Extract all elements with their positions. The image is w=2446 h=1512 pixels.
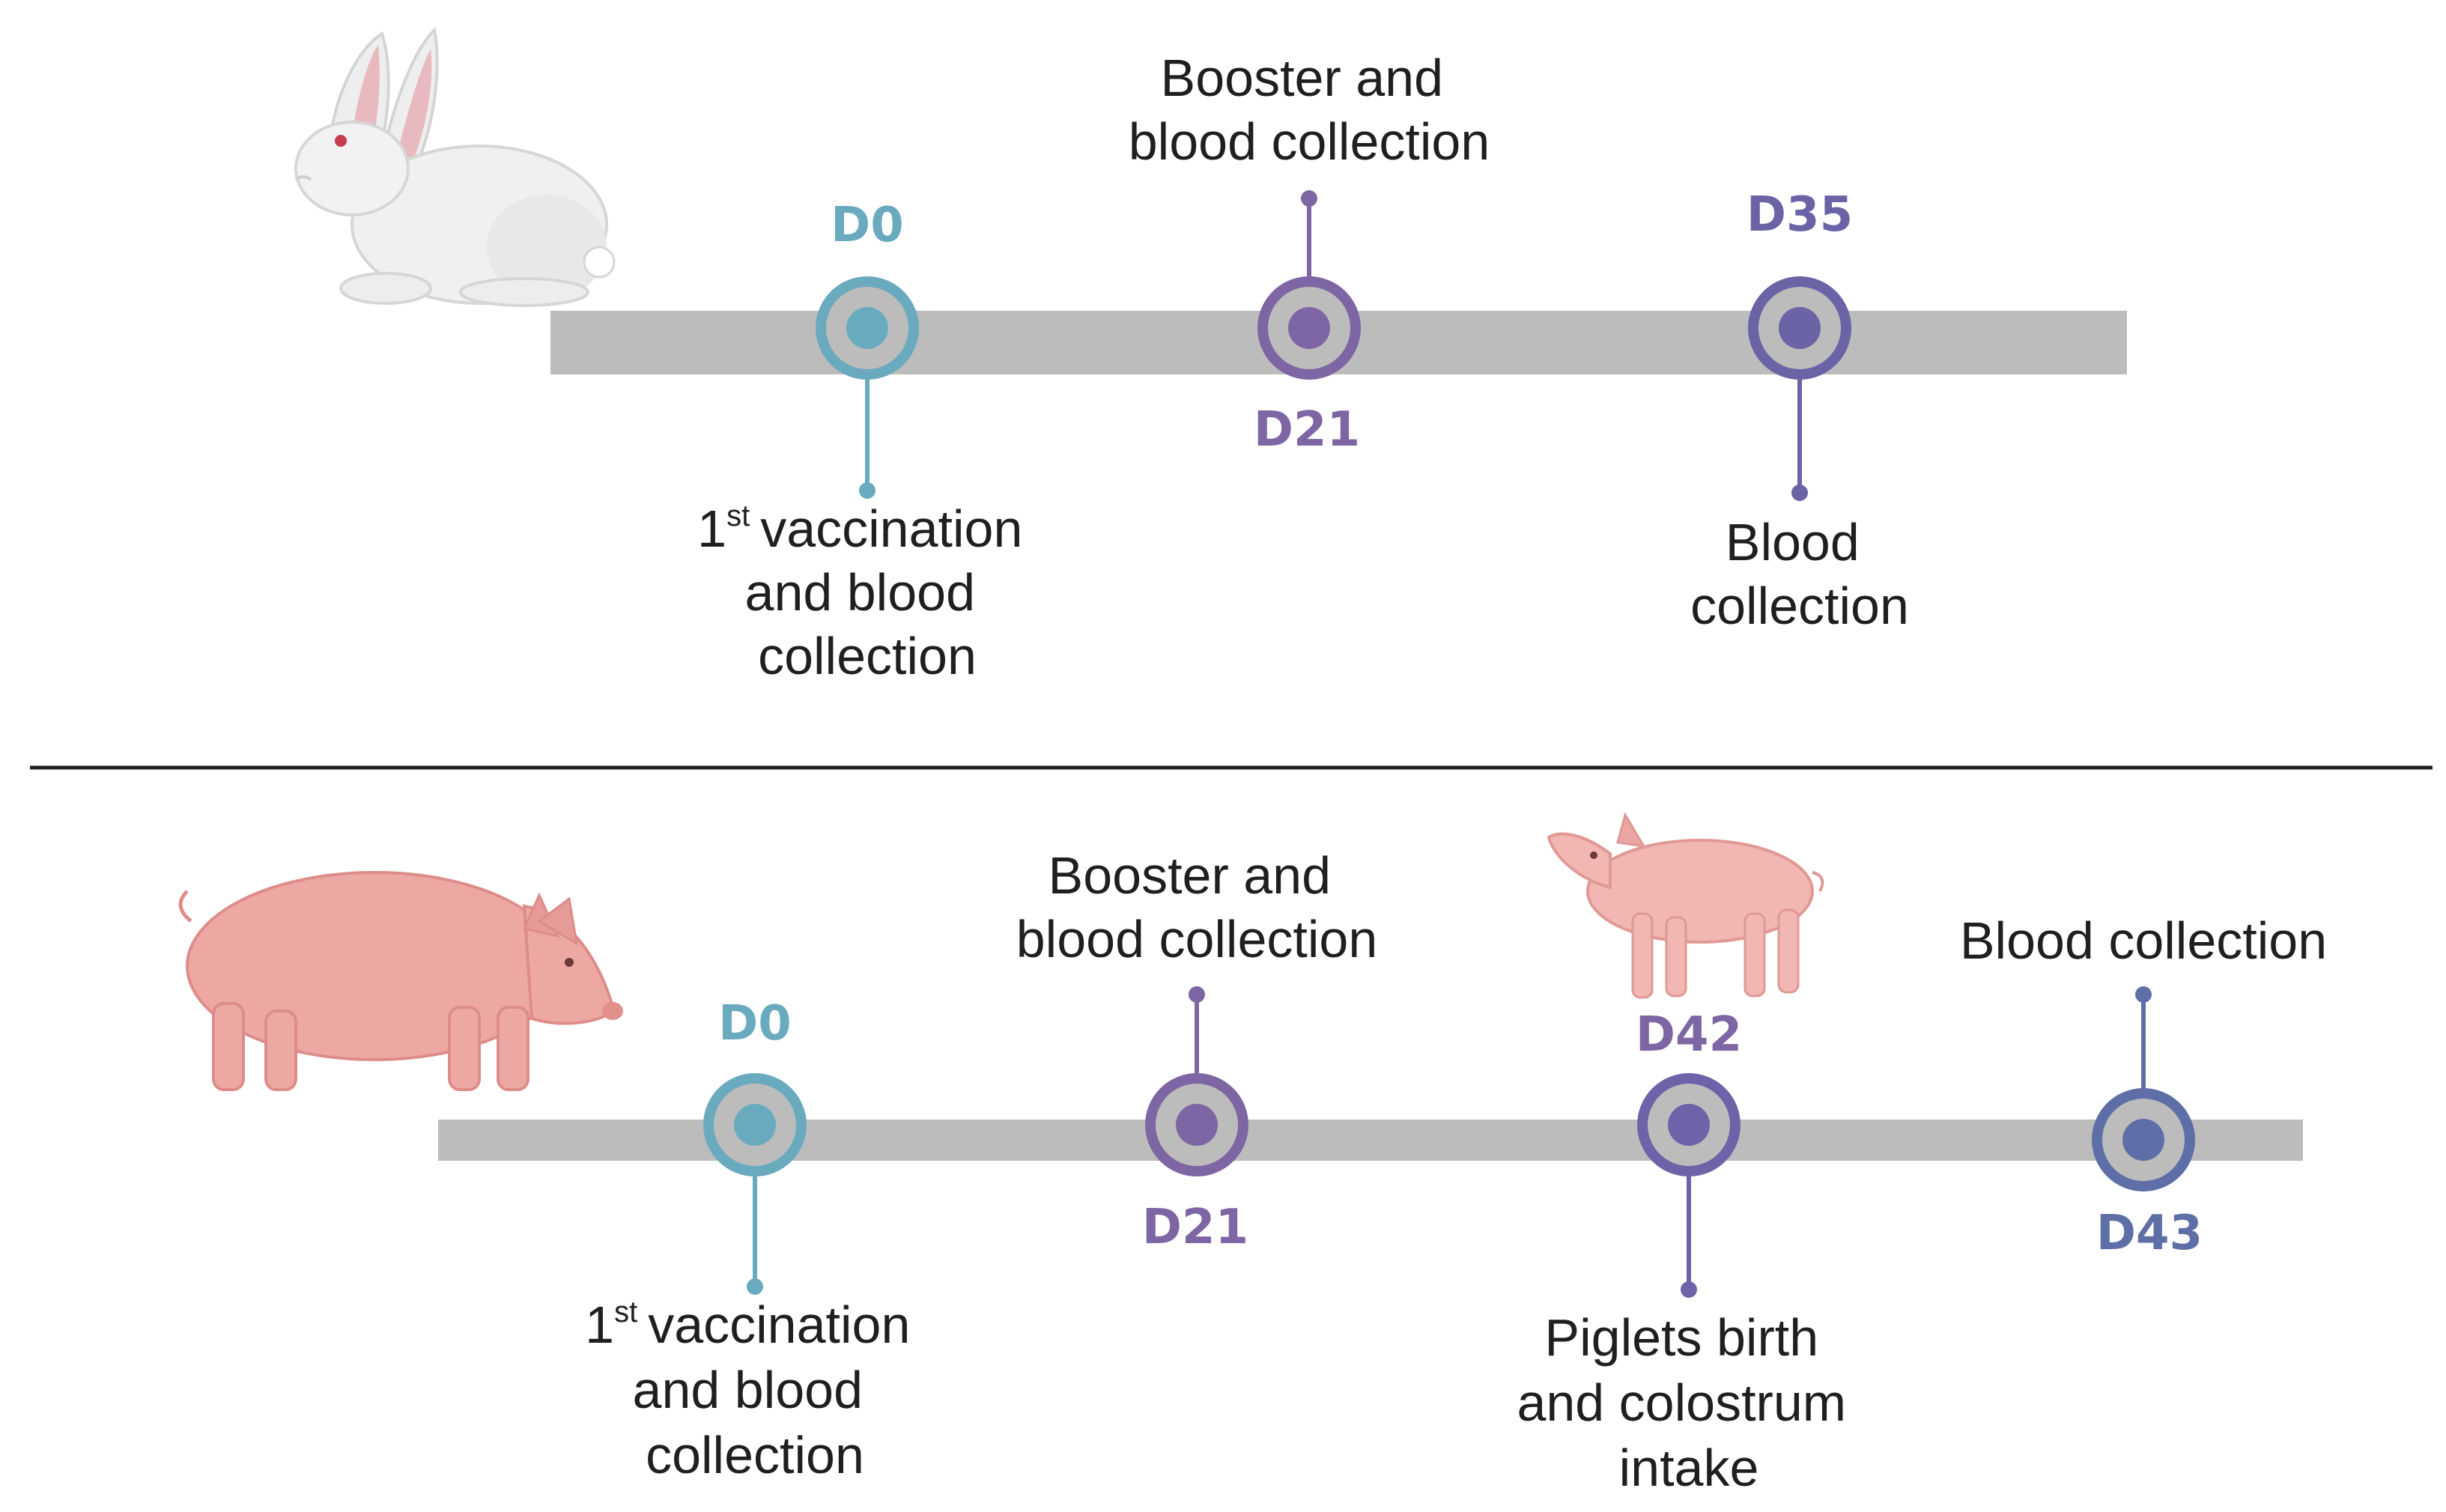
pig-d42-line-2: and colostrum — [1517, 1373, 1846, 1432]
rabbit-d21-line-1: Booster and — [1161, 49, 1443, 107]
rabbit-d0-core — [846, 307, 888, 349]
pig-d43-stem-dot — [2135, 986, 2152, 1003]
rabbit-d21-description: Booster and blood collection — [1129, 49, 1490, 171]
pig-d0-line-3: collection — [646, 1426, 864, 1484]
pig-event-d21: D21 Booster and blood collection — [1016, 846, 1378, 1255]
pig-d43-core — [2122, 1119, 2164, 1161]
pig-d0-ordinal-suffix: st — [614, 1296, 637, 1329]
rabbit-event-d21: D21 Booster and blood collection — [1129, 49, 1490, 458]
rabbit-d0-day-label: D0 — [831, 198, 904, 253]
pig-d21-line-1: Booster and — [1048, 846, 1331, 905]
rabbit-d0-ordinal-suffix: st — [726, 500, 750, 532]
pig-d0-line-2: and blood — [633, 1361, 864, 1419]
rabbit-d0-line-1: vaccination — [760, 500, 1022, 558]
pig-d43-line-1: Blood collection — [1960, 911, 2327, 970]
pig-d42-line-1: Piglets birth — [1544, 1308, 1818, 1367]
pig-d21-line-2: blood collection — [1016, 910, 1378, 968]
rabbit-d0-stem-dot — [859, 482, 875, 499]
rabbit-d0-description: 1st vaccination and blood collection — [697, 500, 1037, 685]
rabbit-d35-line-2: collection — [1690, 577, 1909, 635]
pig-d21-day-label: D21 — [1142, 1200, 1248, 1255]
pig-d43-day-label: D43 — [2096, 1206, 2203, 1261]
rabbit-timeline: D0 1st vaccination and blood collection D… — [294, 26, 2127, 685]
rabbit-d21-day-label: D21 — [1254, 402, 1360, 458]
piglet-icon — [1547, 812, 1824, 999]
pig-d42-core — [1668, 1104, 1710, 1146]
rabbit-d21-stem-dot — [1301, 190, 1317, 207]
pig-event-d0: D0 1st vaccination and blood collection — [585, 996, 925, 1484]
pig-d42-day-label: D42 — [1636, 1007, 1742, 1063]
rabbit-d35-stem-dot — [1791, 485, 1808, 501]
rabbit-d35-line-1: Blood — [1726, 513, 1860, 571]
rabbit-d35-description: Blood collection — [1690, 513, 1909, 635]
pig-d0-core — [734, 1104, 776, 1146]
pig-event-d43: D43 Blood collection — [1960, 911, 2327, 1261]
rabbit-d35-day-label: D35 — [1747, 187, 1853, 243]
rabbit-d0-line-3: collection — [758, 627, 977, 685]
pig-d0-ordinal-number: 1 — [585, 1296, 614, 1354]
rabbit-d0-line-2: and blood — [745, 563, 976, 622]
rabbit-d0-ordinal-number: 1 — [697, 500, 726, 558]
pig-d0-stem-dot — [747, 1278, 763, 1295]
rabbit-d21-line-2: blood collection — [1129, 112, 1490, 171]
pig-d21-core — [1176, 1104, 1218, 1146]
rabbit-d21-core — [1288, 307, 1330, 349]
pig-d0-description: 1st vaccination and blood collection — [585, 1296, 925, 1484]
pig-icon — [178, 871, 623, 1091]
rabbit-event-d35: D35 Blood collection — [1690, 187, 1909, 635]
pig-d0-line-1: vaccination — [648, 1296, 910, 1354]
pig-d42-description: Piglets birth and colostrum intake — [1517, 1308, 1860, 1497]
pig-d42-line-3: intake — [1619, 1439, 1759, 1497]
pig-d0-day-label: D0 — [718, 996, 792, 1051]
rabbit-event-d0: D0 1st vaccination and blood collection — [697, 198, 1037, 685]
pig-d21-description: Booster and blood collection — [1016, 846, 1378, 968]
pig-event-d42: D42 Piglets birth and colostrum intake — [1517, 1007, 1860, 1497]
pig-d43-description: Blood collection — [1960, 911, 2327, 970]
pig-d42-stem-dot — [1681, 1281, 1697, 1298]
rabbit-d35-core — [1779, 307, 1821, 349]
pig-timeline: D0 1st vaccination and blood collection D… — [178, 812, 2327, 1497]
rabbit-icon — [294, 26, 616, 307]
pig-d21-stem-dot — [1189, 986, 1205, 1003]
